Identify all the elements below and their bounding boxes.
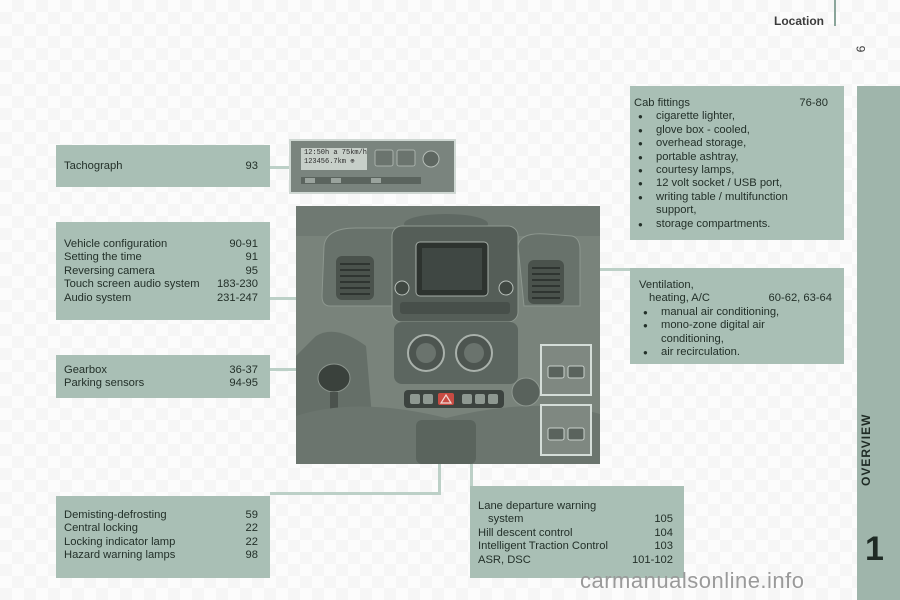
ventilation-list: manual air conditioning, mono-zone digit… <box>639 306 832 360</box>
list-item: courtesy lamps, <box>634 164 828 178</box>
watermark: carmanualsonline.info <box>580 568 805 593</box>
switch-panel-inset-top <box>540 344 592 396</box>
list-item: portable ashtray, <box>634 151 828 165</box>
switch-illustration <box>547 365 585 379</box>
chapter-sidebar <box>857 86 900 600</box>
list-item: glove box - cooled, <box>634 124 828 138</box>
list-item: writing table / multifunction support, <box>634 191 828 218</box>
tachograph-box: Tachograph 93 <box>56 145 270 187</box>
chapter-number: 1 <box>865 530 884 568</box>
list-item: 12 volt socket / USB port, <box>634 177 828 191</box>
switch-illustration <box>547 427 585 441</box>
switch-panel-inset-bottom <box>540 404 592 456</box>
page-header-title: Location <box>774 14 824 28</box>
tachograph-image: 12:50h a 75km/h 123456.7km ⊕ <box>289 139 456 194</box>
header-divider <box>834 0 836 26</box>
list-item: cigarette lighter, <box>634 110 828 124</box>
cab-fittings-list: cigarette lighter, glove box - cooled, o… <box>634 110 828 231</box>
tachograph-buttons <box>301 149 440 184</box>
list-item: air recirculation. <box>639 346 832 360</box>
connector-line <box>270 492 440 495</box>
list-item: mono-zone digital air conditioning, <box>639 319 832 346</box>
tachograph-display: 12:50h a 75km/h 123456.7km ⊕ <box>301 148 367 170</box>
reference-row: Tachograph 93 <box>64 160 258 172</box>
connector-line <box>270 166 292 169</box>
list-item: overhead storage, <box>634 137 828 151</box>
list-item: manual air conditioning, <box>639 306 832 320</box>
section-label: OVERVIEW <box>859 413 873 486</box>
page-number: 9 <box>853 45 868 53</box>
dashboard-illustration <box>296 206 600 464</box>
ventilation-box: Ventilation, heating, A/C60-62, 63-64 ma… <box>630 268 844 364</box>
list-item: storage compartments. <box>634 218 828 232</box>
